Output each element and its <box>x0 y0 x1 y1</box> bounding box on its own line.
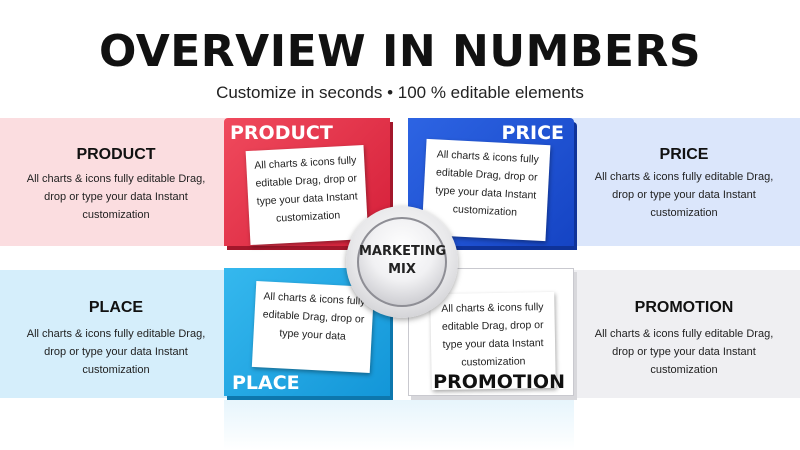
price-side-text: All charts & icons fully editable Drag, … <box>594 171 774 219</box>
product-side-title: PRODUCT <box>76 146 156 163</box>
page-subtitle: Customize in seconds • 100 % editable el… <box>216 83 584 102</box>
hub-label: MARKETING MIX <box>359 243 447 279</box>
page-title: OVERVIEW IN NUMBERS <box>98 26 702 77</box>
product-note-card: All charts & icons fully editable Drag, … <box>245 144 369 246</box>
hub-label-line2: MIX <box>388 262 416 277</box>
marketing-mix-hub: MARKETING MIX <box>346 206 458 318</box>
place-side-text: All charts & icons fully editable Drag, … <box>26 328 206 376</box>
promotion-side-title: PROMOTION <box>634 299 734 316</box>
place-side-title: PLACE <box>88 299 144 316</box>
place-quadrant-label: PLACE <box>232 372 300 394</box>
place-side-panel <box>0 270 232 398</box>
price-side-panel <box>566 118 800 246</box>
hub-label-line1: MARKETING <box>359 244 447 259</box>
product-quadrant-label: PRODUCT <box>230 122 333 144</box>
floor-reflection <box>224 400 574 450</box>
product-side-text: All charts & icons fully editable Drag, … <box>26 173 206 221</box>
promotion-side-panel <box>566 270 800 398</box>
price-side-title: PRICE <box>659 146 709 163</box>
price-quadrant-label: PRICE <box>501 122 564 144</box>
hub-inner-circle: MARKETING MIX <box>357 217 447 307</box>
product-side-panel <box>0 118 232 246</box>
promotion-side-text: All charts & icons fully editable Drag, … <box>594 328 774 376</box>
promotion-quadrant-label: PROMOTION <box>433 371 565 393</box>
